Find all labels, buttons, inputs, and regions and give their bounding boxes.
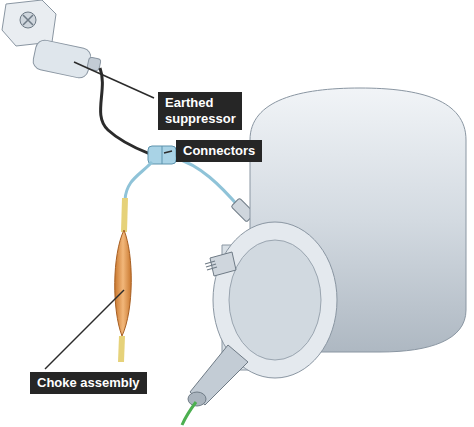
suppressor-body <box>31 39 101 80</box>
label-text: Connectors <box>183 143 255 159</box>
leader-line <box>45 290 124 369</box>
label-text: Choke assembly <box>37 375 140 391</box>
ignition-coil <box>182 88 466 425</box>
choke-assembly <box>115 198 132 362</box>
leader-line <box>164 151 172 153</box>
part-label: Earthed suppressor <box>158 92 242 130</box>
part-label: Connectors <box>176 140 262 162</box>
suppressor-wire <box>100 68 150 154</box>
leader-line <box>74 62 154 98</box>
connector-block <box>148 146 176 164</box>
label-text: Earthed suppressor <box>165 95 235 127</box>
choke-wire <box>125 162 152 200</box>
part-label: Choke assembly <box>30 372 147 394</box>
coil-wire <box>175 158 240 208</box>
suppressor-bracket <box>2 0 56 46</box>
